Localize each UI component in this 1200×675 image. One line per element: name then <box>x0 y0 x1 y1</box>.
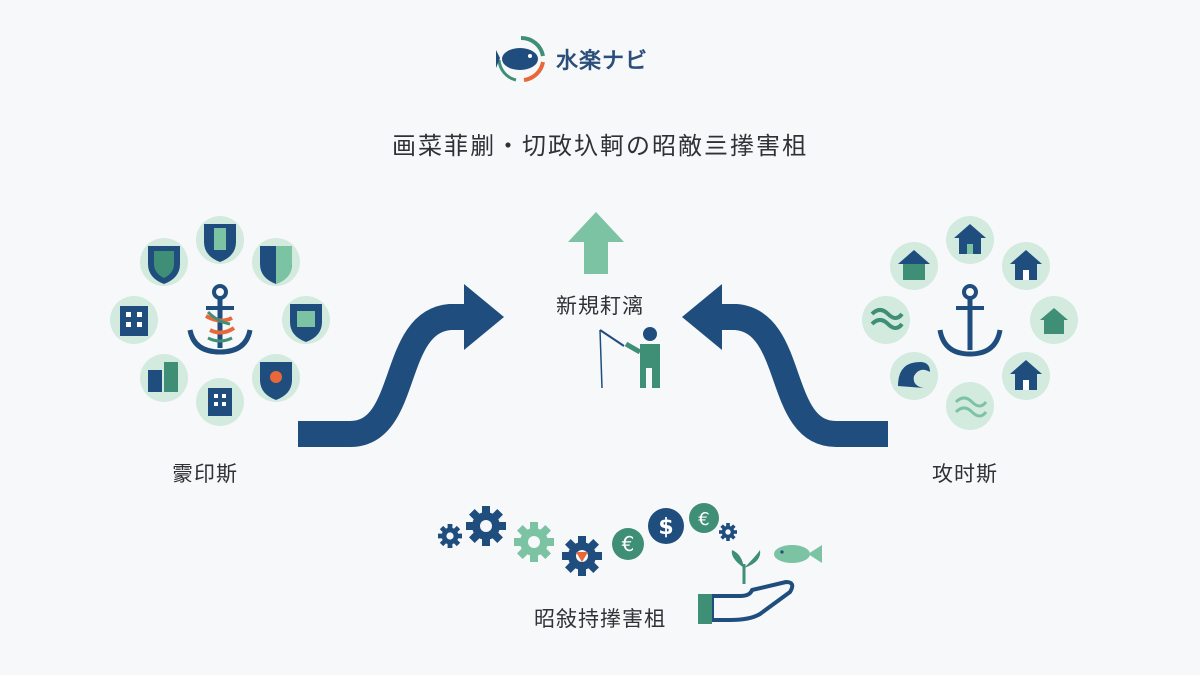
svg-text:€: € <box>622 532 635 556</box>
svg-text:$: $ <box>658 515 673 540</box>
building-icon <box>110 296 158 344</box>
gear-icon <box>438 524 462 548</box>
anchor-icon <box>187 284 253 355</box>
shield-building-icon <box>196 216 244 264</box>
fish-logo-icon <box>496 35 545 82</box>
gear-icon <box>514 522 554 562</box>
wave-icon <box>862 296 910 344</box>
shield-building-icon <box>282 296 330 344</box>
house-icon <box>946 216 994 264</box>
house-icon <box>890 242 938 290</box>
app-logo: 水楽ナビ <box>494 34 648 84</box>
svg-text:€: € <box>698 509 709 530</box>
euro-coin-icon: € <box>689 503 719 533</box>
up-arrow-icon <box>568 212 624 274</box>
fish-icon <box>774 545 822 563</box>
buildings-icon <box>140 354 188 402</box>
center-label: 新規耓漓 <box>556 294 644 318</box>
right-icon-cluster <box>862 216 1078 430</box>
right-curve-arrow <box>682 284 888 447</box>
fisherman-icon <box>599 327 660 389</box>
logo-text: 水楽ナビ <box>556 49 649 74</box>
shield-icon <box>252 354 300 402</box>
right-label: 攻时斯 <box>932 462 998 486</box>
down-arrow-icon <box>576 552 588 562</box>
bottom-label: 昭敍持搼害柤 <box>534 607 666 631</box>
building-icon <box>196 378 244 426</box>
page-title: 画菜菲剻・切政圦軻の昭敵亖搼害柤 <box>392 132 808 160</box>
left-icon-cluster <box>110 216 330 426</box>
shield-icon <box>252 238 300 286</box>
dollar-coin-icon: $ <box>648 508 684 544</box>
shield-icon <box>140 238 188 286</box>
euro-coin-icon: € <box>612 528 644 560</box>
beach-house-icon <box>1030 296 1078 344</box>
anchor-icon <box>937 284 1003 357</box>
water-icon <box>946 382 994 430</box>
house-icon <box>1002 242 1050 290</box>
house-icon <box>1002 352 1050 400</box>
sprout-icon <box>731 550 761 584</box>
hand-icon <box>698 580 795 624</box>
left-curve-arrow <box>298 284 504 447</box>
gear-icon <box>466 506 506 546</box>
gear-icon <box>719 523 737 541</box>
bottom-illustration: € $ € <box>438 503 822 624</box>
wave-icon <box>890 352 938 400</box>
left-label: 霥印斯 <box>172 462 238 486</box>
